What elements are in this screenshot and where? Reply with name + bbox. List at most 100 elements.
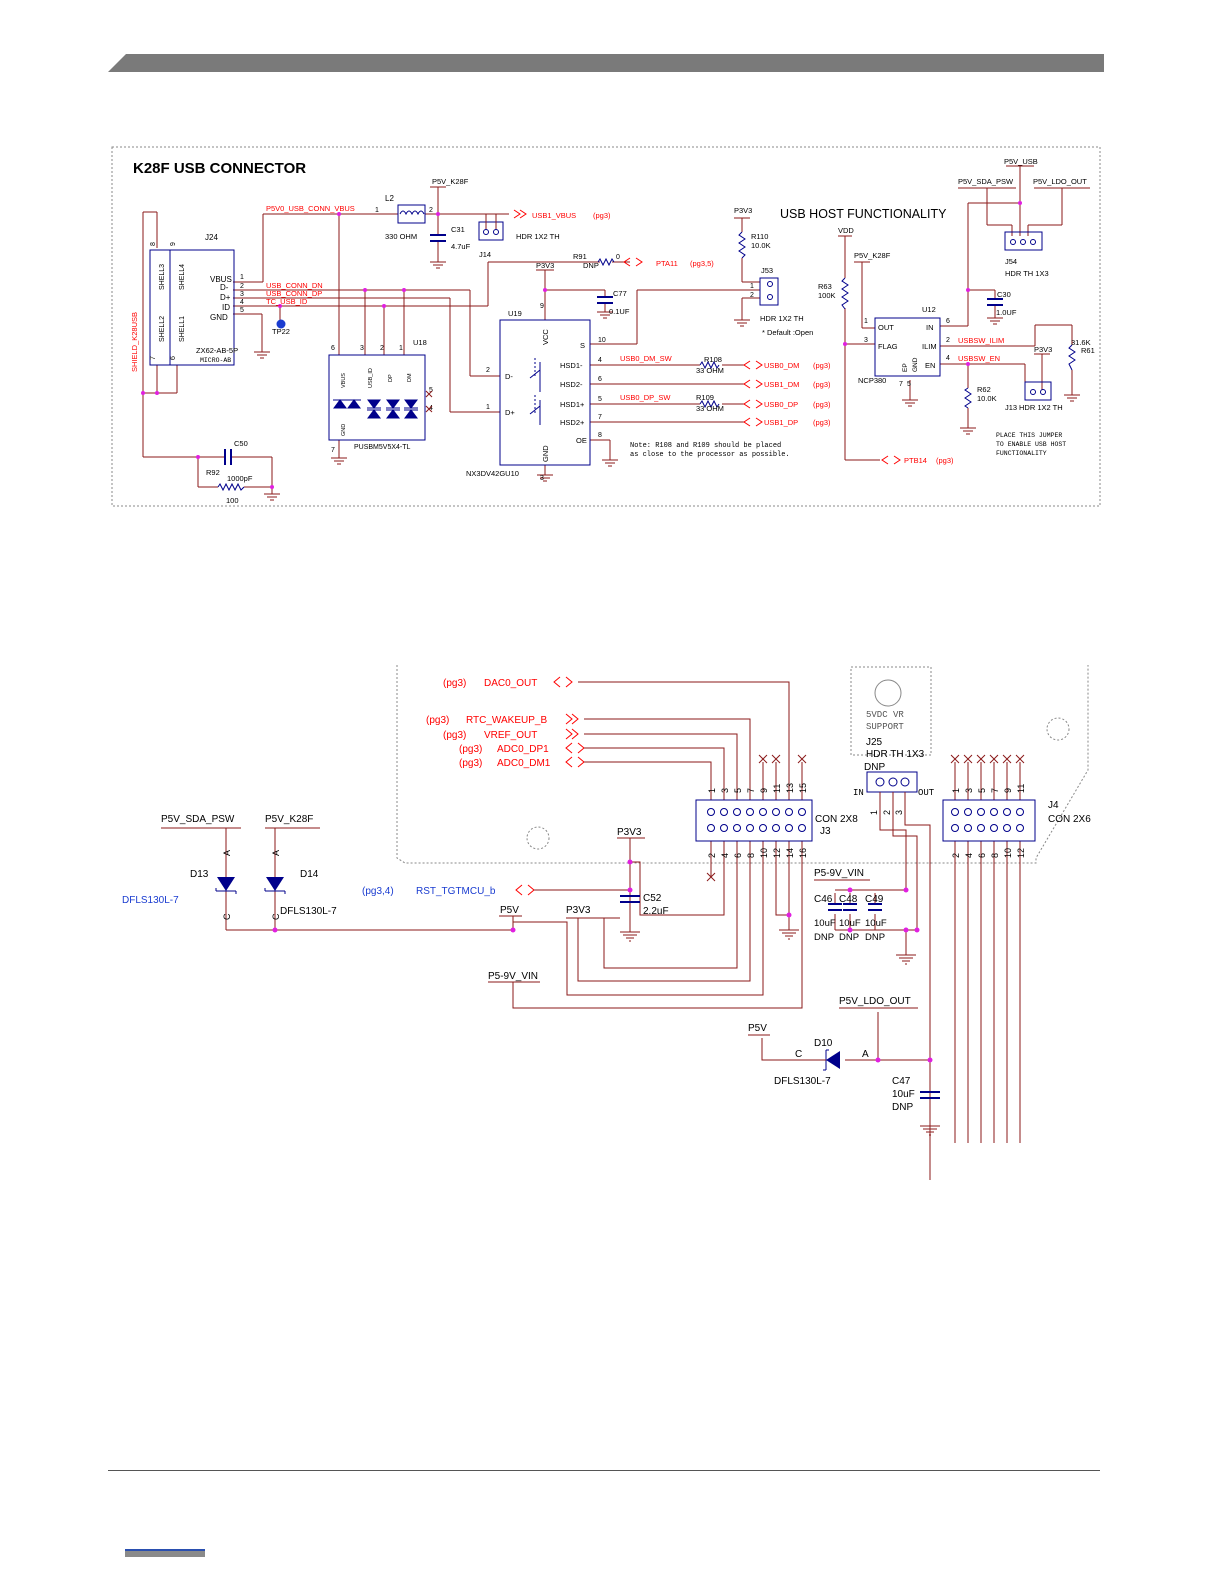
svg-text:DNP: DNP [583, 261, 599, 270]
svg-text:(pg3): (pg3) [443, 730, 466, 741]
svg-text:NCP380: NCP380 [858, 376, 886, 385]
svg-text:9: 9 [1003, 788, 1013, 793]
svg-text:HSD1-: HSD1- [560, 361, 583, 370]
resistor-r61: 31.6K R61 [1068, 338, 1095, 371]
svg-text:C49: C49 [865, 894, 884, 905]
svg-text:P5V_SDA_PSW: P5V_SDA_PSW [958, 177, 1014, 186]
svg-text:3: 3 [720, 788, 730, 793]
svg-text:DNP: DNP [839, 932, 859, 943]
upper-port-markers [513, 209, 901, 465]
svg-text:10: 10 [1003, 848, 1013, 858]
svg-text:D-: D- [220, 283, 229, 292]
svg-text:P5V_USB: P5V_USB [1004, 157, 1038, 166]
inductor-l2: L2 330 OHM 1 2 [375, 194, 433, 241]
svg-text:HDR 1X2 TH: HDR 1X2 TH [760, 314, 804, 323]
usb-host-label: USB HOST FUNCTIONALITY [780, 207, 947, 221]
power-switch-u12: U12 OUT FLAG IN ILIM EN EP GND NCP380 13… [858, 305, 950, 388]
svg-text:A: A [271, 850, 281, 856]
header-j54: J54 HDR TH 1X3 [1004, 231, 1049, 278]
svg-text:RST_TGTMCU_b: RST_TGTMCU_b [416, 886, 496, 897]
svg-text:1000pF: 1000pF [227, 474, 253, 483]
svg-text:10uF: 10uF [865, 918, 887, 929]
svg-text:3: 3 [540, 475, 544, 482]
lower-wires [225, 681, 1021, 1180]
svg-text:C: C [222, 913, 232, 920]
svg-text:USB0_DP: USB0_DP [764, 400, 798, 409]
svg-text:USB_CONN_DP: USB_CONN_DP [266, 289, 322, 298]
svg-text:3: 3 [964, 788, 974, 793]
svg-text:R108: R108 [704, 355, 722, 364]
capacitor-c46: C46 10uF DNP [814, 894, 842, 943]
diode-d10: D10 C A DFLS130L-7 [774, 1038, 869, 1087]
capacitor-c50: C50 1000pF [224, 439, 253, 483]
svg-text:J54: J54 [1005, 257, 1017, 266]
svg-text:P5V_K28F: P5V_K28F [854, 251, 891, 260]
svg-text:MICRO-AB: MICRO-AB [200, 357, 231, 364]
svg-text:4: 4 [964, 853, 974, 858]
svg-text:7: 7 [990, 788, 1000, 793]
svg-text:PTA11: PTA11 [656, 259, 678, 268]
svg-text:1: 1 [707, 788, 717, 793]
svg-text:GND: GND [341, 424, 347, 436]
svg-text:D-: D- [505, 372, 513, 381]
svg-text:P5V_K28F: P5V_K28F [265, 814, 313, 825]
capacitor-c48: C48 10uF DNP [839, 894, 861, 943]
svg-text:D10: D10 [814, 1038, 833, 1049]
svg-text:DFLS130L-7: DFLS130L-7 [122, 895, 179, 906]
svg-text:U19: U19 [508, 309, 522, 318]
svg-text:31.6K: 31.6K [1071, 338, 1091, 347]
svg-text:100K: 100K [818, 291, 836, 300]
svg-text:(pg3): (pg3) [459, 758, 482, 769]
svg-text:1: 1 [399, 345, 403, 352]
header-j13: J13 HDR 1X2 TH [1005, 381, 1063, 412]
svg-text:SUPPORT: SUPPORT [866, 722, 904, 732]
svg-text:L2: L2 [385, 194, 394, 203]
svg-text:1: 1 [951, 788, 961, 793]
svg-text:NX3DV42GU10: NX3DV42GU10 [466, 469, 519, 478]
lower-power-bars [488, 837, 918, 1036]
svg-text:D14: D14 [300, 869, 319, 880]
svg-text:R109: R109 [696, 393, 714, 402]
page-header-bar [108, 54, 1104, 72]
svg-text:J4: J4 [1048, 800, 1059, 811]
capacitor-c77: C77 0.1UF [597, 289, 630, 316]
svg-text:J14: J14 [479, 250, 491, 259]
svg-text:J53: J53 [761, 266, 773, 275]
svg-text:P3V3: P3V3 [536, 261, 554, 270]
svg-text:(pg3,4): (pg3,4) [362, 886, 394, 897]
header-j53: J53 1 2 HDR 1X2 TH * Default :Open [750, 266, 813, 337]
placement-note-1: Note: R108 and R109 should be placed [630, 442, 781, 450]
svg-text:4: 4 [946, 355, 950, 362]
svg-text:USB1_DP: USB1_DP [764, 418, 798, 427]
svg-text:USB0_DM_SW: USB0_DM_SW [620, 354, 673, 363]
svg-text:2: 2 [486, 367, 490, 374]
svg-text:2: 2 [946, 337, 950, 344]
svg-text:* Default :Open: * Default :Open [762, 328, 813, 337]
resistor-r92: R92 100 [206, 468, 245, 505]
mount-hole [874, 679, 902, 707]
svg-text:12: 12 [772, 848, 782, 858]
svg-text:IN: IN [853, 788, 864, 798]
svg-text:2: 2 [380, 345, 384, 352]
svg-text:(pg3): (pg3) [936, 456, 954, 465]
svg-text:(pg3): (pg3) [593, 211, 611, 220]
testpoint-tp22: TP22 [272, 319, 290, 336]
svg-text:DNP: DNP [892, 1102, 913, 1113]
svg-text:USB_ID: USB_ID [368, 368, 374, 388]
capacitor-c30: C30 1.0UF [987, 290, 1017, 317]
svg-text:PUSBM5V5X4-TL: PUSBM5V5X4-TL [354, 444, 411, 451]
svg-text:ADC0_DP1: ADC0_DP1 [497, 744, 549, 755]
svg-text:DFLS130L-7: DFLS130L-7 [774, 1076, 831, 1087]
svg-text:P3V3: P3V3 [617, 827, 642, 838]
svg-text:USBSW_ILIM: USBSW_ILIM [958, 336, 1004, 345]
upper-net-labels: P5V0_USB_CONN_VBUS USB_CONN_DN USB_CONN_… [266, 204, 1004, 465]
svg-text:DNP: DNP [865, 932, 885, 943]
svg-text:SHELL3: SHELL3 [159, 264, 166, 290]
svg-text:9: 9 [170, 242, 177, 246]
upper-grounds [254, 261, 1080, 501]
svg-text:C46: C46 [814, 894, 833, 905]
svg-text:33 OHM: 33 OHM [696, 404, 724, 413]
svg-text:C: C [795, 1049, 802, 1060]
svg-text:(pg3,5): (pg3,5) [690, 259, 714, 268]
